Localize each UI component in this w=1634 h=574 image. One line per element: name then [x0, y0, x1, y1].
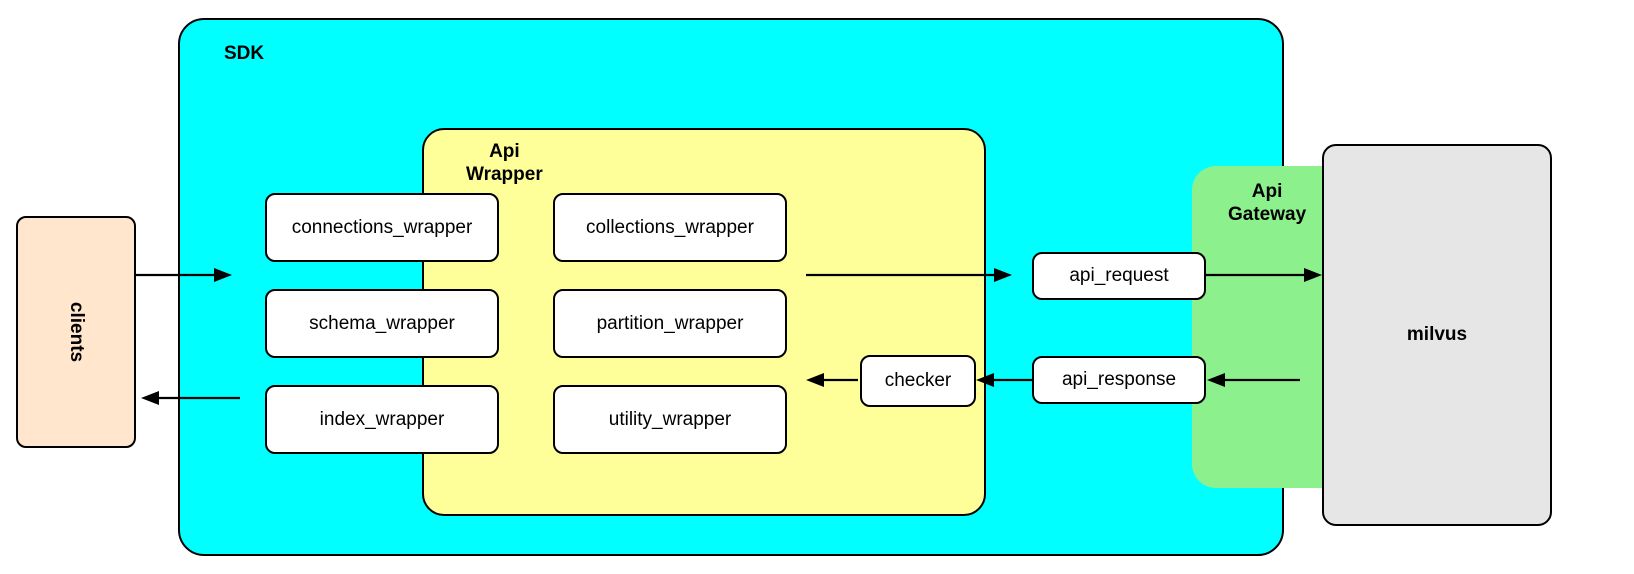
api-gateway-title: Api Gateway — [1228, 181, 1307, 225]
sdk-title: SDK — [224, 43, 265, 64]
clients-label: clients — [65, 301, 87, 363]
clients-box[interactable]: clients — [16, 216, 136, 448]
node-collections-wrapper[interactable]: collections_wrapper — [553, 193, 787, 262]
milvus-box[interactable]: milvus — [1322, 144, 1552, 526]
milvus-label: milvus — [1406, 324, 1468, 345]
api-wrapper-title: Api Wrapper — [466, 141, 543, 185]
node-api-response[interactable]: api_response — [1032, 356, 1206, 404]
node-api-request[interactable]: api_request — [1032, 252, 1206, 300]
node-schema-wrapper[interactable]: schema_wrapper — [265, 289, 499, 358]
node-utility-wrapper[interactable]: utility_wrapper — [553, 385, 787, 454]
node-connections-wrapper[interactable]: connections_wrapper — [265, 193, 499, 262]
node-partition-wrapper[interactable]: partition_wrapper — [553, 289, 787, 358]
node-checker[interactable]: checker — [860, 355, 976, 407]
node-index-wrapper[interactable]: index_wrapper — [265, 385, 499, 454]
